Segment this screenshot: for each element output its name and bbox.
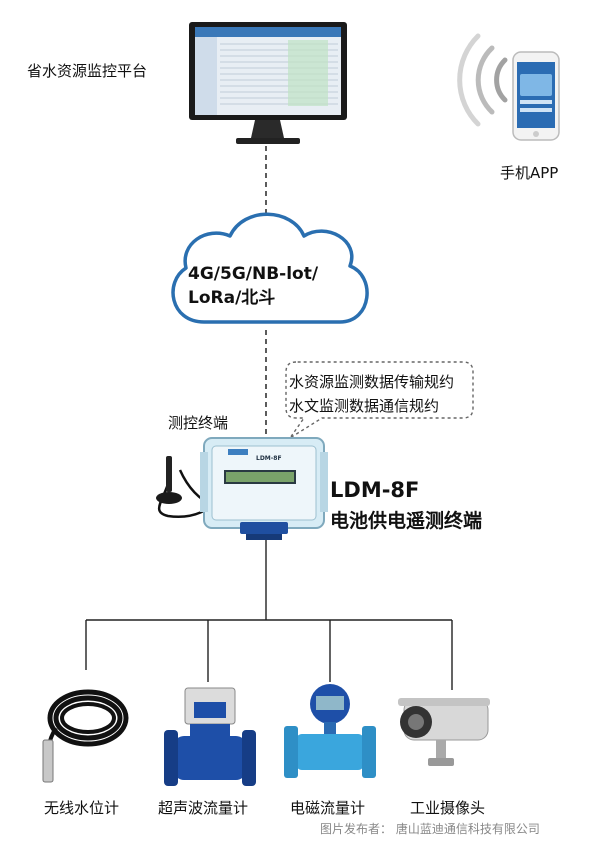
bus-lines xyxy=(85,540,453,690)
phone-icon xyxy=(512,51,560,141)
device-label-electromagnetic: 电磁流量计 xyxy=(290,799,366,817)
terminal-description: 电池供电遥测终端 xyxy=(330,510,483,532)
device-label-water-level: 无线水位计 xyxy=(44,799,120,817)
terminal-label: 测控终端 xyxy=(168,414,229,432)
network-line-1: 4G/5G/NB-lot/ xyxy=(188,264,319,284)
protocol-bubble xyxy=(285,361,474,439)
cloud-icon xyxy=(171,212,369,324)
water-level-sensor-icon xyxy=(42,689,129,783)
device-label-camera: 工业摄像头 xyxy=(410,799,486,817)
protocol-label: 水资源监测数据传输规约 水文监测数据通信规约 xyxy=(289,370,454,418)
platform-label: 省水资源监控平台 xyxy=(27,62,148,80)
wifi-icon xyxy=(457,33,508,127)
network-label: 4G/5G/NB-lot/ LoRa/北斗 xyxy=(188,262,358,310)
terminal-model: LDM-8F xyxy=(330,478,420,502)
monitor-icon xyxy=(189,22,347,144)
protocol-line-1: 水资源监测数据传输规约 xyxy=(289,373,455,391)
device-label-ultrasonic: 超声波流量计 xyxy=(158,799,249,817)
device-screen-text: LDM-8F xyxy=(256,455,282,462)
protocol-line-2: 水文监测数据通信规约 xyxy=(289,397,440,415)
publisher-credit: 图片发布者： 唐山蓝迪通信科技有限公司 xyxy=(320,822,540,836)
ultrasonic-flowmeter-icon xyxy=(164,687,256,786)
terminal-device xyxy=(200,437,328,540)
mobile-app-label: 手机APP xyxy=(500,164,559,182)
network-line-2: LoRa/北斗 xyxy=(188,288,276,308)
camera-icon xyxy=(398,698,490,766)
electromagnetic-flowmeter-icon xyxy=(284,684,376,778)
